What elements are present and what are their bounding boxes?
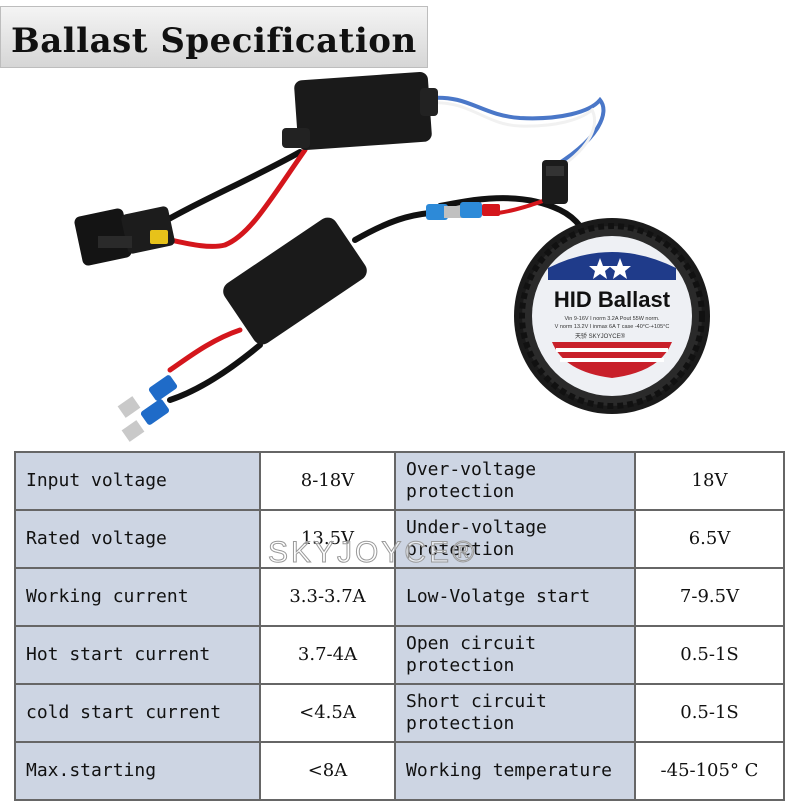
- product-photo: HID Ballast Vin 9-16V I norm 3.2A Pout 5…: [74, 71, 710, 442]
- spec-value: 0.5-1S: [634, 683, 785, 743]
- spec-value: 3.3-3.7A: [259, 567, 396, 627]
- table-row: cold start current <4.5A Short circuit p…: [14, 683, 785, 743]
- table-row: Working current 3.3-3.7A Low-Volatge sta…: [14, 567, 785, 627]
- spec-table: Input voltage 8-18V Over-voltage protect…: [14, 451, 785, 801]
- spec-label: Working current: [14, 567, 261, 627]
- spec-value: <8A: [259, 741, 396, 801]
- spec-value: 18V: [634, 451, 785, 511]
- table-row: Max.starting <8A Working temperature -45…: [14, 741, 785, 801]
- spec-label: Working temperature: [394, 741, 636, 801]
- ballast-name: HID Ballast: [554, 287, 671, 312]
- table-row: Input voltage 8-18V Over-voltage protect…: [14, 451, 785, 511]
- table-row: Hot start current 3.7-4A Open circuit pr…: [14, 625, 785, 685]
- spec-label: Over-voltage protection: [394, 451, 636, 511]
- spec-label: Max.starting: [14, 741, 261, 801]
- spec-value: 8-18V: [259, 451, 396, 511]
- ignitor-box: [223, 217, 367, 345]
- spec-label: Under-voltage protection: [394, 509, 636, 569]
- spec-label: Open circuit protection: [394, 625, 636, 685]
- round-hid-ballast: HID Ballast Vin 9-16V I norm 3.2A Pout 5…: [514, 218, 710, 414]
- ballast-spec-line1: Vin 9-16V I norm 3.2A Pout 55W norm.: [565, 316, 660, 322]
- spade-terminals: [117, 202, 500, 442]
- title-banner: Ballast Specification: [0, 6, 428, 68]
- spec-value: 0.5-1S: [634, 625, 785, 685]
- spec-value: 7-9.5V: [634, 567, 785, 627]
- spec-label: cold start current: [14, 683, 261, 743]
- page-title: Ballast Specification: [11, 21, 417, 61]
- spec-value: 6.5V: [634, 509, 785, 569]
- spec-label: Hot start current: [14, 625, 261, 685]
- spec-value: 3.7-4A: [259, 625, 396, 685]
- spec-label: Rated voltage: [14, 509, 261, 569]
- spec-label: Low-Volatge start: [394, 567, 636, 627]
- blue-white-connector: [542, 160, 568, 204]
- spec-value: <4.5A: [259, 683, 396, 743]
- spec-label: Short circuit protection: [394, 683, 636, 743]
- spec-label: Input voltage: [14, 451, 261, 511]
- table-row: Rated voltage 13.5V Under-voltage protec…: [14, 509, 785, 569]
- wiring-harness: [147, 95, 606, 403]
- ballast-spec-line2: V norm 13.2V I inmax 6A T case -40°C-+10…: [555, 324, 670, 330]
- ballast-brand: 天骄 SKYJOYCE®: [575, 333, 626, 340]
- watermark: SKYJOYCE®: [267, 536, 478, 570]
- ballast-control-box: [282, 71, 438, 151]
- spec-value: -45-105° C: [634, 741, 785, 801]
- spec-value: 13.5V: [259, 509, 396, 569]
- harness-connector: [74, 206, 175, 266]
